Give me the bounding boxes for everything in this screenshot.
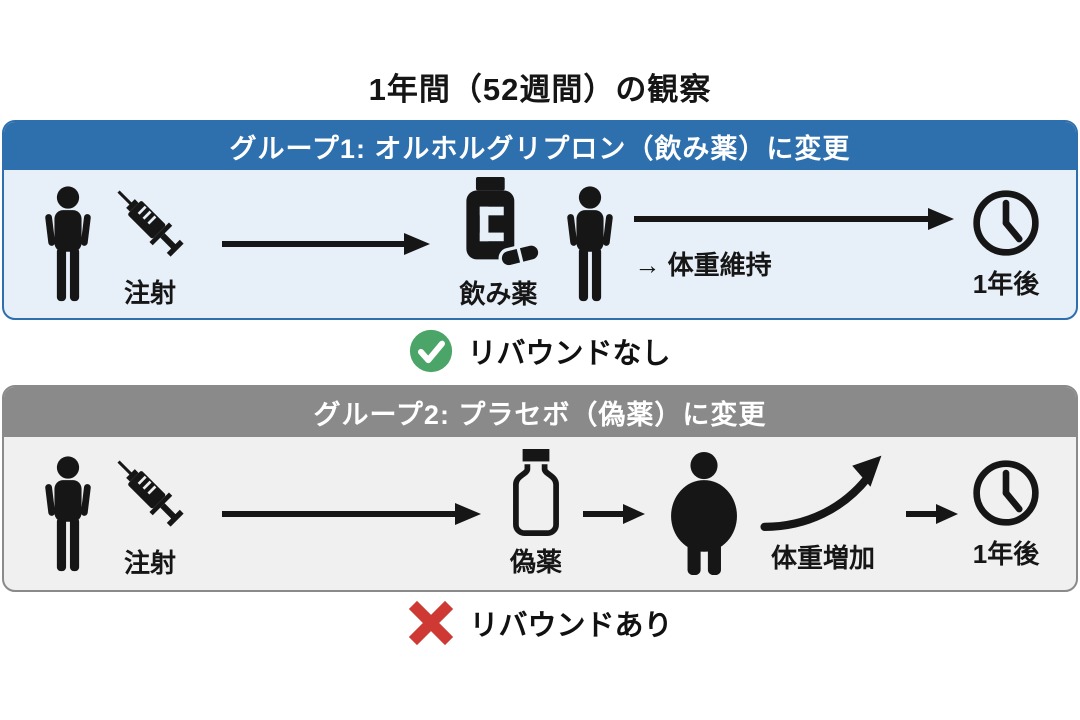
group2-header: グループ2: プラセボ（偽薬）に変更 (4, 387, 1076, 437)
group2-body: 注射 偽薬 (4, 437, 1076, 590)
injection-label: 注射 (123, 547, 176, 578)
pill-bottle-icon (450, 177, 546, 269)
oral-medicine-step: 飲み薬 (450, 177, 546, 311)
arrow-right-icon (583, 502, 645, 526)
arrow-right-icon (222, 502, 481, 526)
arrow-right-icon (222, 232, 431, 256)
group2-result-label: リバウンドあり (469, 610, 673, 642)
arrow-right-icon (906, 502, 958, 526)
one-year-label: 1年後 (972, 538, 1040, 569)
group2-result: リバウンドあり (0, 599, 1080, 647)
check-circle-icon (409, 329, 453, 373)
placebo-step: 偽薬 (501, 448, 571, 579)
placebo-label: 偽薬 (509, 546, 562, 577)
group1-body: 注射 (4, 170, 1076, 318)
one-year-step: 1年後 (970, 457, 1042, 571)
syringe-icon (104, 448, 196, 538)
one-year-label: 1年後 (972, 269, 1040, 299)
person-icon (38, 455, 98, 573)
injection-step: 注射 (98, 448, 202, 580)
clock-icon (970, 187, 1042, 259)
group1-result: リバウンドなし (0, 329, 1080, 373)
clock-icon (970, 457, 1042, 529)
oral-medicine-label: 飲み薬 (459, 279, 538, 309)
injection-label: 注射 (123, 278, 176, 308)
placebo-bottle-icon (501, 448, 571, 537)
syringe-icon (104, 178, 196, 268)
person-icon (560, 185, 620, 303)
page-title: 1年間（52週間）の観察 (368, 72, 712, 107)
overweight-person-icon (657, 451, 752, 577)
cross-icon (407, 599, 455, 647)
weight-gain-label: 体重増加 (770, 543, 875, 573)
one-year-step: 1年後 (970, 187, 1042, 301)
group1-result-label: リバウンドなし (467, 338, 671, 370)
group2-panel: グループ2: プラセボ（偽薬）に変更 (2, 385, 1078, 592)
weight-maintain-block: → 体重維持 (634, 207, 955, 282)
injection-step: 注射 (98, 178, 202, 310)
weight-gain-block: 体重増加 (754, 452, 892, 575)
weight-gain-curve-arrow-icon (754, 452, 892, 536)
person-icon (38, 185, 98, 303)
group1-panel: グループ1: オルホルグリプロン（飲み薬）に変更 (2, 120, 1078, 320)
weight-maintain-label: → 体重維持 (634, 249, 772, 280)
group1-header: グループ1: オルホルグリプロン（飲み薬）に変更 (4, 122, 1076, 170)
arrow-right-icon (634, 207, 955, 231)
